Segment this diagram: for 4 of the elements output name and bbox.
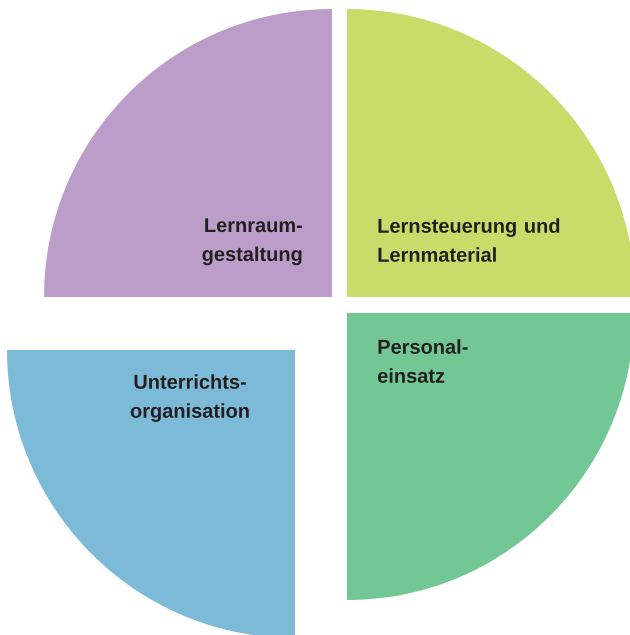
segment: Personal- einsatz	[347, 313, 630, 600]
segment: Lernraum- gestaltung	[44, 9, 332, 297]
segment: Unterrichts- organisation	[7, 350, 295, 635]
segment: Lernsteuerung und Lernmaterial	[347, 9, 630, 297]
